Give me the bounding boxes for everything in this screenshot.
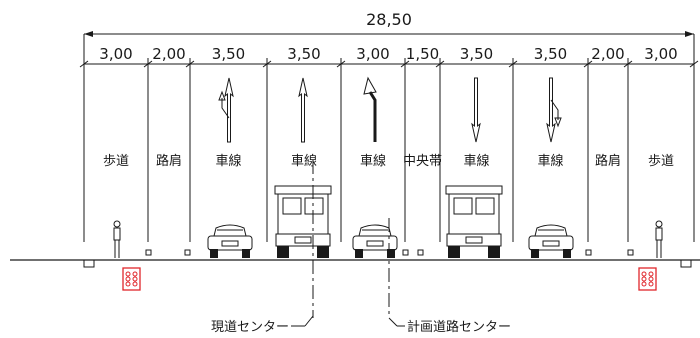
straight-left-arrow xyxy=(218,77,234,143)
sedan-lane-5 xyxy=(528,224,574,258)
lane-arrows xyxy=(218,76,562,143)
dimension-tick xyxy=(689,60,699,68)
existing-road-centerline: 現道センター xyxy=(211,160,314,335)
dimension-tick xyxy=(508,60,518,68)
dimension-tick xyxy=(435,60,445,68)
truck-lane-2 xyxy=(274,185,332,258)
straight-right-down-arrow xyxy=(546,77,562,143)
segment-width-label: 1,50 xyxy=(406,45,439,63)
pedestrian-right xyxy=(655,220,663,258)
utility-marker-left xyxy=(122,267,141,291)
dimension-tick xyxy=(336,60,346,68)
segment-width-label: 3,50 xyxy=(287,45,320,63)
segment-name-label: 車線 xyxy=(537,153,563,169)
straight-arrow xyxy=(298,77,308,143)
dimension-tick xyxy=(79,60,89,68)
segment-width-label: 3,50 xyxy=(212,45,245,63)
dimension-tick xyxy=(262,60,272,68)
straight-down-arrow xyxy=(471,77,481,143)
segment-name-label: 歩道 xyxy=(103,154,129,169)
segment-widths: 3,00 2,00 3,50 3,50 3,00 1,50 3,50 3,50 2,00 3,00 xyxy=(99,45,677,63)
left-turn-arrow xyxy=(363,76,377,142)
segment-width-label: 3,00 xyxy=(99,45,132,63)
segment-width-label: 3,00 xyxy=(644,45,677,63)
total-dimension: 28,50 xyxy=(83,10,695,242)
segment-name-label: 路肩 xyxy=(595,153,621,169)
dimension-tick xyxy=(400,60,410,68)
total-width-label: 28,50 xyxy=(366,10,412,29)
segment-name-label: 歩道 xyxy=(648,154,674,169)
planned-road-centerline: 計画道路センター xyxy=(388,218,511,335)
dimension-tick xyxy=(185,60,195,68)
segment-boundaries xyxy=(79,58,699,242)
dimension-tick xyxy=(143,60,153,68)
segment-name-label: 中央帯 xyxy=(403,154,442,169)
planned-centerline-label: 計画道路センター xyxy=(407,319,511,335)
segment-width-label: 3,50 xyxy=(460,45,493,63)
segment-width-label: 2,00 xyxy=(152,45,185,63)
vehicles xyxy=(113,185,663,258)
segment-width-label: 3,00 xyxy=(356,45,389,63)
segment-width-label: 2,00 xyxy=(591,45,624,63)
utility-marker-right xyxy=(638,267,657,291)
truck-lane-4 xyxy=(445,185,503,258)
ground xyxy=(10,249,700,268)
segment-name-label: 車線 xyxy=(360,153,386,169)
pedestrian-left xyxy=(113,220,121,258)
segment-name-label: 車線 xyxy=(463,153,489,169)
segment-name-label: 路肩 xyxy=(156,153,182,169)
segment-names: 歩道 路肩 車線 車線 車線 中央帯 車線 車線 路肩 歩道 xyxy=(103,153,674,169)
segment-width-label: 3,50 xyxy=(534,45,567,63)
existing-centerline-label: 現道センター xyxy=(211,320,289,335)
dimension-tick xyxy=(583,60,593,68)
sedan-lane-1 xyxy=(207,224,253,258)
segment-name-label: 車線 xyxy=(215,153,241,169)
sedan-lane-3 xyxy=(352,224,398,258)
dimension-tick xyxy=(623,60,633,68)
segment-name-label: 車線 xyxy=(291,153,317,169)
